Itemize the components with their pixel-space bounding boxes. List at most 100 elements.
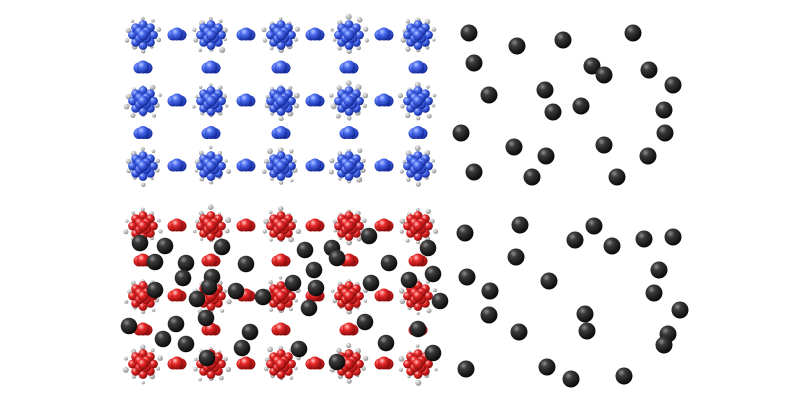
framework-empty-lattice [123, 13, 437, 188]
molecule-sphere-icon [174, 269, 192, 287]
molecule-sphere-icon [554, 31, 572, 49]
framework-linker [271, 322, 291, 336]
framework-linker [305, 218, 325, 232]
framework-linker [167, 93, 187, 107]
molecule-sphere-icon [655, 336, 673, 354]
molecule-sphere-icon [167, 315, 185, 333]
molecule-sphere-icon [452, 124, 470, 142]
molecule-sphere-icon [409, 320, 427, 338]
molecule-sphere-icon [154, 330, 172, 348]
molecule-sphere-icon [120, 317, 138, 335]
framework-linker [167, 356, 187, 370]
molecule-sphere-icon [671, 301, 689, 319]
framework-linker [339, 60, 359, 74]
molecule-sphere-icon [505, 138, 523, 156]
molecule-sphere-icon [237, 255, 255, 273]
molecule-sphere-icon [664, 76, 682, 94]
framework-node-icon [263, 345, 301, 381]
molecule-sphere-icon [328, 249, 346, 267]
framework-linker [201, 60, 221, 74]
molecule-sphere-icon [615, 367, 633, 385]
molecule-sphere-icon [307, 279, 325, 297]
framework-linker [167, 288, 187, 302]
framework-linker [133, 60, 153, 74]
molecule-sphere-icon [624, 24, 642, 42]
framework-linker [374, 93, 394, 107]
molecule-sphere-icon [380, 254, 398, 272]
framework-node-icon [399, 145, 437, 187]
molecule-sphere-icon [213, 238, 231, 256]
molecule-sphere-icon [146, 281, 164, 299]
molecule-sphere-icon [583, 57, 601, 75]
framework-linker [305, 356, 325, 370]
molecule-sphere-icon [562, 370, 580, 388]
molecule-sphere-icon [290, 340, 308, 358]
free-molecules-bottom [456, 216, 689, 388]
molecule-sphere-icon [241, 323, 259, 341]
framework-linker [374, 158, 394, 172]
framework-linker [236, 93, 256, 107]
molecule-sphere-icon [227, 282, 245, 300]
molecule-sphere-icon [465, 54, 483, 72]
framework-node-icon [263, 276, 301, 313]
molecule-sphere-icon [200, 278, 218, 296]
molecule-sphere-icon [603, 237, 621, 255]
framework-linker [339, 322, 359, 336]
molecule-sphere-icon [456, 224, 474, 242]
molecule-sphere-icon [424, 265, 442, 283]
framework-node-icon [328, 148, 366, 184]
molecule-sphere-icon [664, 228, 682, 246]
molecule-sphere-icon [608, 168, 626, 186]
molecule-sphere-icon [360, 227, 378, 245]
framework-node-icon [329, 80, 369, 121]
molecule-sphere-icon [511, 216, 529, 234]
molecule-sphere-icon [457, 360, 475, 378]
free-molecules-top [452, 24, 682, 186]
framework-linker [305, 93, 325, 107]
molecule-sphere-icon [585, 217, 603, 235]
molecule-sphere-icon [305, 261, 323, 279]
framework-linker [167, 218, 187, 232]
molecule-sphere-icon [284, 274, 302, 292]
framework-linker [408, 60, 428, 74]
framework-node-icon [262, 206, 302, 243]
framework-linker [374, 218, 394, 232]
molecule-sphere-icon [507, 248, 525, 266]
framework-node-icon [399, 208, 439, 245]
molecule-sphere-icon [362, 274, 380, 292]
molecule-sphere-icon [233, 339, 251, 357]
framework-node-icon [194, 145, 232, 185]
molecule-sphere-icon [328, 353, 346, 371]
molecule-sphere-icon [566, 231, 584, 249]
framework-linker [408, 253, 428, 267]
molecule-sphere-icon [536, 81, 554, 99]
molecule-sphere-icon [300, 299, 318, 317]
molecule-sphere-icon [400, 271, 418, 289]
framework-node-icon [264, 84, 300, 122]
molecule-sphere-icon [480, 86, 498, 104]
molecule-sphere-icon [656, 124, 674, 142]
framework-node-icon [123, 84, 162, 118]
molecule-sphere-icon [537, 147, 555, 165]
molecule-sphere-icon [578, 322, 596, 340]
framework-linker [236, 356, 256, 370]
molecule-sphere-icon [419, 239, 437, 257]
molecule-sphere-icon [544, 103, 562, 121]
molecule-sphere-icon [156, 237, 174, 255]
molecule-sphere-icon [177, 254, 195, 272]
framework-node-icon [400, 17, 437, 53]
molecule-sphere-icon [576, 305, 594, 323]
molecule-sphere-icon [650, 261, 668, 279]
molecule-sphere-icon [572, 97, 590, 115]
framework-node-icon [330, 279, 369, 315]
molecule-sphere-icon [296, 241, 314, 259]
framework-linker [374, 288, 394, 302]
molecule-sphere-icon [356, 313, 374, 331]
framework-node-icon [397, 81, 437, 121]
molecule-sphere-icon [510, 323, 528, 341]
molecule-sphere-icon [424, 344, 442, 362]
molecule-sphere-icon [645, 284, 663, 302]
molecule-sphere-icon [640, 61, 658, 79]
molecule-sphere-icon [595, 66, 613, 84]
framework-linker [305, 158, 325, 172]
